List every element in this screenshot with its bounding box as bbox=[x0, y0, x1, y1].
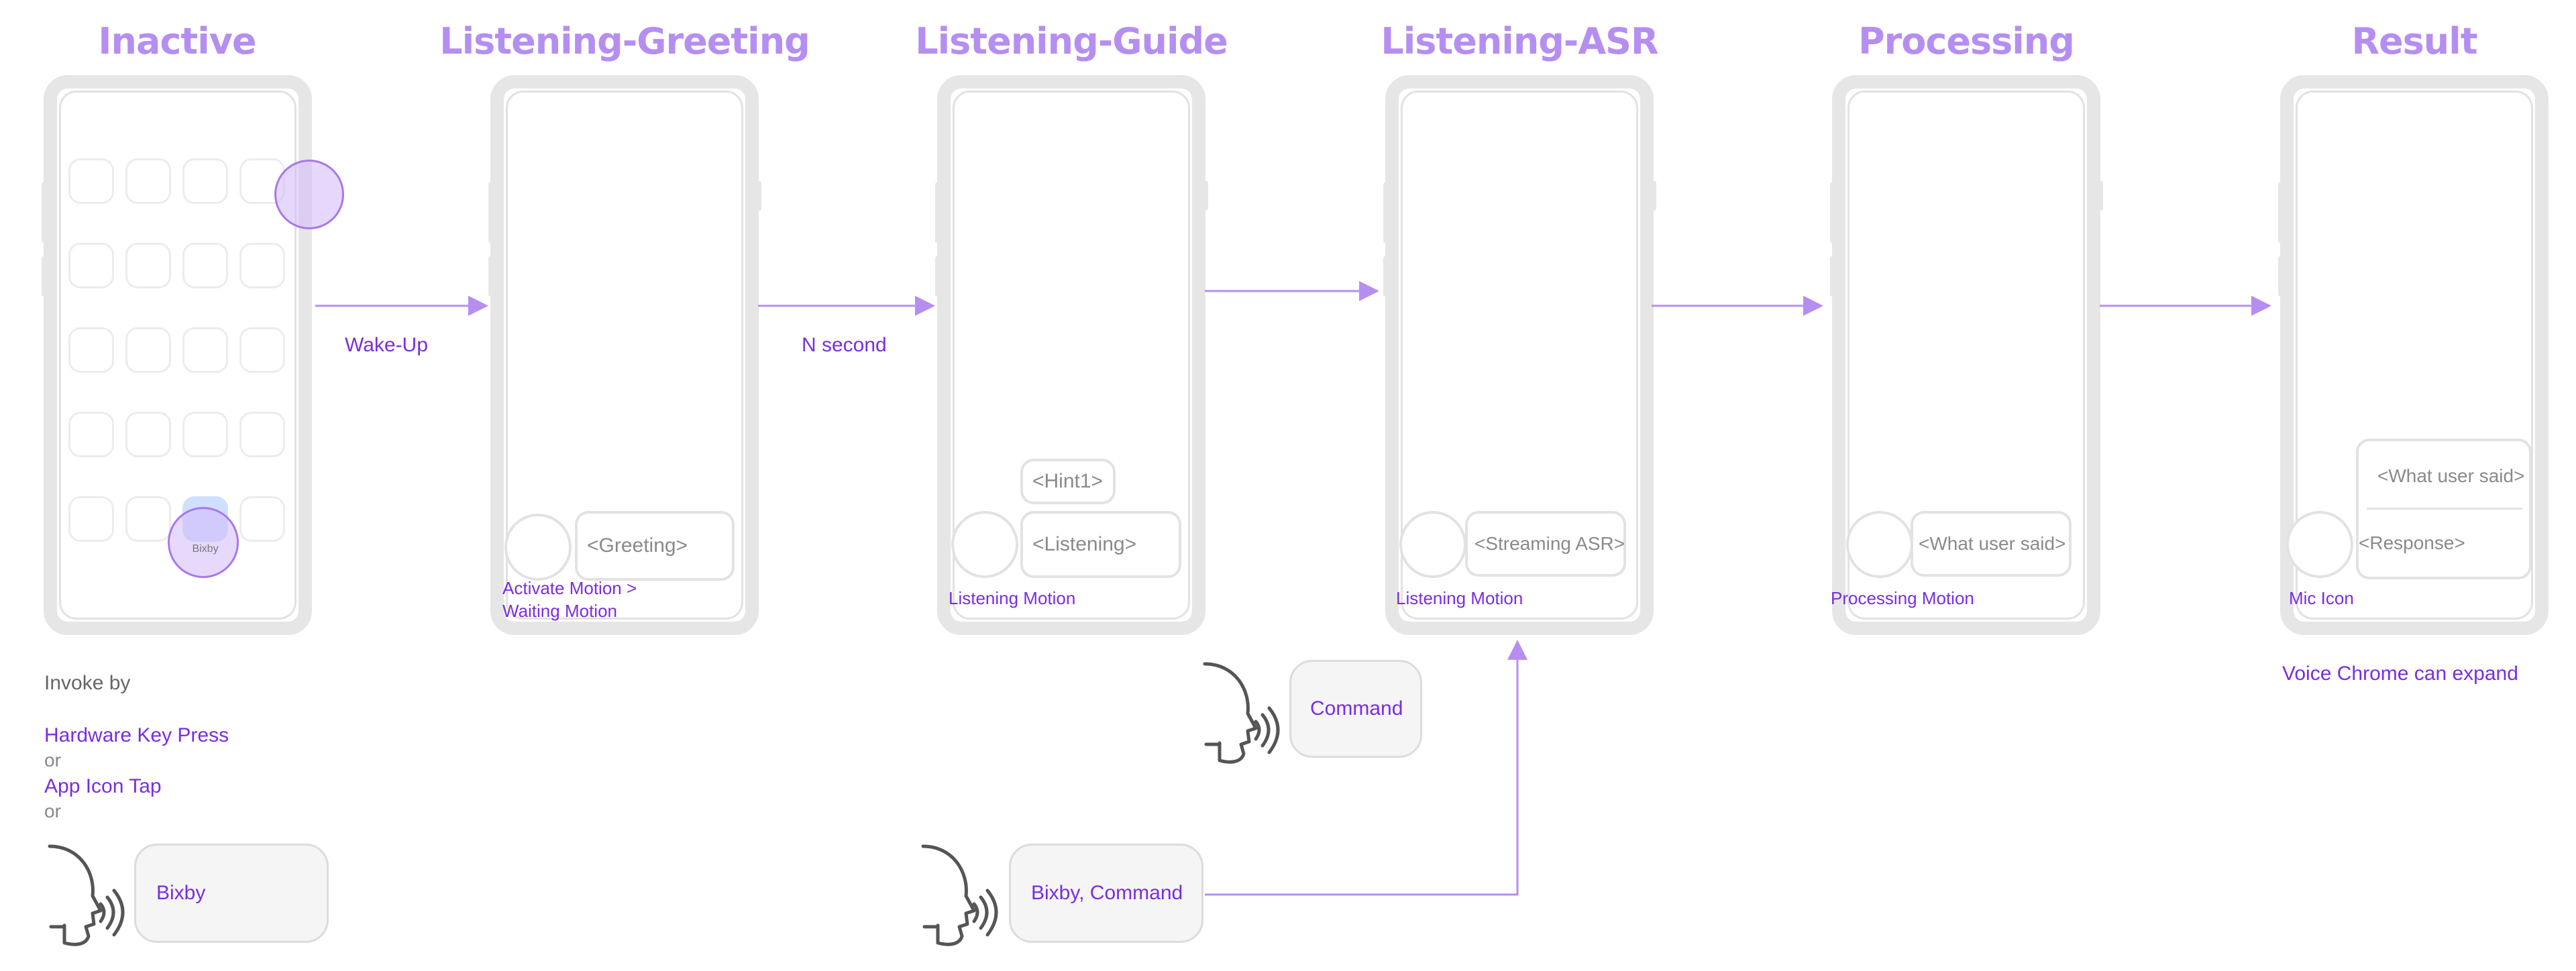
what-user-said-bubble: <What user said> bbox=[1911, 511, 2072, 577]
or-label: or bbox=[44, 750, 61, 770]
stage-title-listening-greeting: Listening-Greeting bbox=[439, 20, 810, 62]
app-icon[interactable] bbox=[182, 412, 228, 457]
result-response: <Response> bbox=[2359, 532, 2465, 553]
invoke-by-label: Invoke by bbox=[44, 672, 131, 694]
voice-chrome-orb bbox=[1399, 511, 1466, 578]
app-icon[interactable] bbox=[239, 327, 285, 373]
listening-bubble: <Listening> bbox=[1020, 511, 1181, 578]
result-divider bbox=[2367, 508, 2522, 510]
asr-caption: Listening Motion bbox=[1396, 588, 1523, 608]
app-icon[interactable] bbox=[68, 158, 114, 204]
app-icon[interactable] bbox=[239, 243, 285, 288]
transition-label-wake-up: Wake-Up bbox=[345, 334, 428, 356]
bixby-app-label: Bixby bbox=[192, 543, 219, 555]
arrow-bixby-command-to-asr bbox=[1205, 640, 1527, 896]
guide-caption: Listening Motion bbox=[949, 588, 1076, 608]
app-icon[interactable] bbox=[239, 496, 285, 542]
app-icon[interactable] bbox=[182, 158, 228, 204]
stage-title-listening-asr: Listening-ASR bbox=[1381, 20, 1658, 62]
speaking-head-icon bbox=[48, 844, 125, 946]
app-icon-tap-indicator bbox=[168, 507, 239, 578]
app-icon[interactable] bbox=[182, 243, 228, 288]
speaking-head-icon bbox=[1203, 662, 1280, 764]
greeting-caption-line1: Activate Motion > bbox=[502, 578, 637, 598]
app-icon[interactable] bbox=[68, 243, 114, 288]
hardware-key-tap-indicator bbox=[274, 160, 344, 229]
stage-title-processing: Processing bbox=[1858, 20, 2075, 62]
transition-label-n-second: N second bbox=[802, 334, 887, 356]
hint-bubble: <Hint1> bbox=[1020, 459, 1116, 504]
app-icon[interactable] bbox=[182, 327, 228, 373]
result-note: Voice Chrome can expand bbox=[2282, 663, 2518, 685]
result-caption: Mic Icon bbox=[2289, 588, 2354, 608]
app-icon[interactable] bbox=[125, 496, 171, 542]
or-label: or bbox=[44, 801, 61, 821]
result-what-user-said: <What user said> bbox=[2377, 465, 2525, 486]
app-icon[interactable] bbox=[68, 327, 114, 373]
app-icon[interactable] bbox=[68, 496, 114, 542]
greeting-caption-line2: Waiting Motion bbox=[502, 601, 617, 621]
app-icon[interactable] bbox=[125, 327, 171, 373]
streaming-asr-bubble: <Streaming ASR> bbox=[1465, 511, 1626, 577]
voice-command-bixby-command: Bixby, Command bbox=[1009, 844, 1203, 943]
invoke-method-app-icon: App Icon Tap bbox=[44, 775, 162, 797]
voice-chrome-orb bbox=[504, 514, 572, 581]
processing-caption: Processing Motion bbox=[1831, 588, 1974, 608]
app-icon[interactable] bbox=[125, 158, 171, 204]
mic-icon-orb bbox=[2286, 511, 2353, 578]
invoke-method-hardware-key: Hardware Key Press bbox=[44, 724, 229, 746]
voice-command-bixby: Bixby bbox=[134, 844, 329, 943]
app-icon[interactable] bbox=[239, 412, 285, 457]
stage-title-inactive: Inactive bbox=[98, 20, 256, 62]
app-icon[interactable] bbox=[68, 412, 114, 457]
stage-title-result: Result bbox=[2351, 20, 2477, 62]
stage-title-listening-guide: Listening-Guide bbox=[915, 20, 1228, 62]
speaking-head-icon bbox=[921, 844, 998, 946]
app-icon[interactable] bbox=[125, 412, 171, 457]
voice-command-command: Command bbox=[1289, 660, 1422, 758]
voice-chrome-orb bbox=[951, 511, 1018, 578]
greeting-bubble: <Greeting> bbox=[575, 511, 735, 581]
app-icon[interactable] bbox=[125, 243, 171, 288]
